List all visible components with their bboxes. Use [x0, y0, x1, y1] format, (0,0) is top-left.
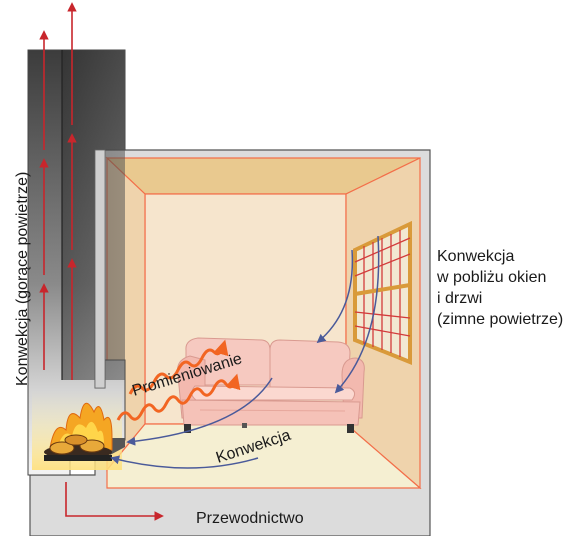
window-convection-line: (zimne powietrze): [437, 309, 563, 330]
window-icon: [355, 224, 410, 362]
window-convection-line: w pobliżu okien: [437, 267, 563, 288]
chimney-icon: [28, 50, 125, 475]
window-convection-label: Konwekcja w pobliżu okien i drzwi (zimne…: [437, 246, 563, 330]
window-convection-line: Konwekcja: [437, 246, 563, 267]
conduction-label: Przewodnictwo: [196, 510, 304, 528]
chimney-convection-label: Konwekcja (gorące powietrze): [14, 172, 32, 386]
window-convection-line: i drzwi: [437, 288, 563, 309]
